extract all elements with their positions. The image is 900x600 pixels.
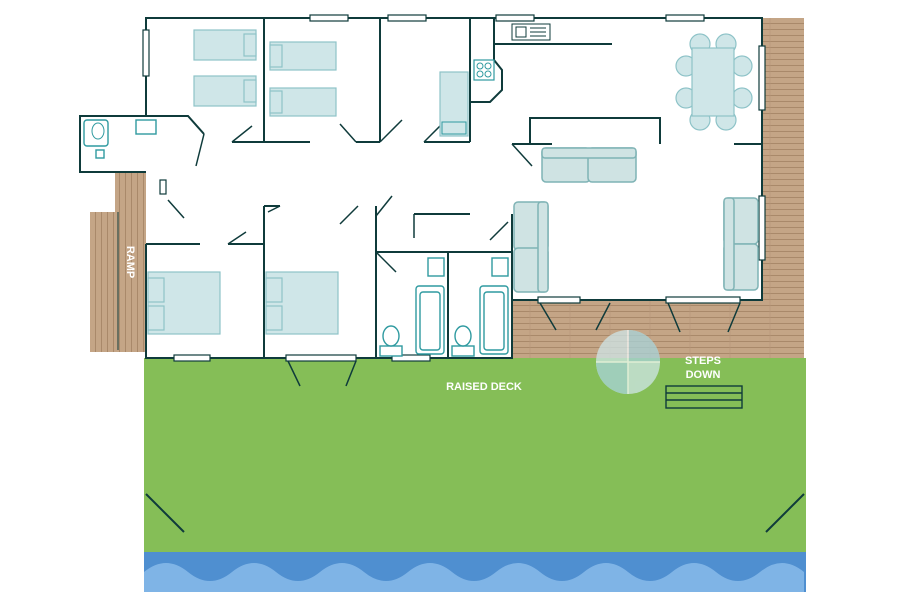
sofas: [513, 147, 759, 293]
interior-walls: [146, 18, 762, 358]
kitchen: [439, 23, 551, 137]
bathroom-1: [379, 257, 445, 357]
lawn-fence-left: [145, 493, 185, 533]
ramp-label: RAMP: [124, 246, 136, 278]
lawn-fence-right: [765, 493, 805, 533]
exterior-walls: [79, 17, 763, 359]
windows: [142, 14, 766, 362]
patio-doors: [287, 302, 741, 387]
steps: [665, 385, 743, 409]
hob-icon: [473, 59, 495, 81]
raised-deck-label: RAISED DECK: [446, 381, 522, 393]
steps-down-label: DOWN: [686, 369, 721, 381]
ramp-deck-lower: [90, 212, 118, 352]
dining-set: [675, 33, 753, 131]
doors: [167, 119, 533, 273]
double-bedroom-1: [147, 271, 221, 335]
bathroom-2: [451, 257, 509, 357]
twin-bedroom-2: [269, 41, 337, 117]
twin-bedroom-1: [193, 29, 257, 107]
water: [144, 552, 806, 592]
steps-label: STEPS: [685, 355, 721, 367]
double-bedroom-2: [265, 271, 339, 335]
bathroom-entry: [83, 119, 157, 159]
rotary-washing-line: [596, 330, 660, 394]
